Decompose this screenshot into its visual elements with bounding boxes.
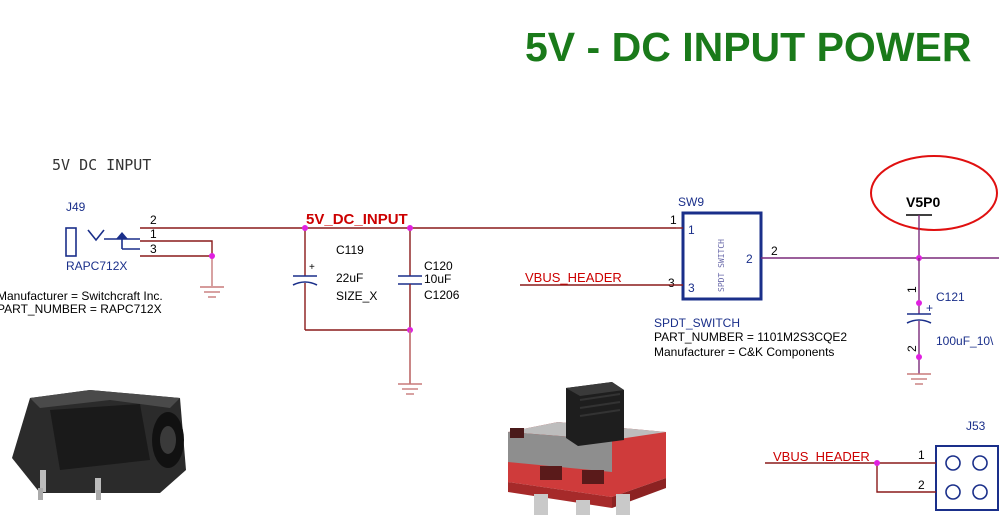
- j53-pin-2: 2: [918, 478, 925, 492]
- junction: [916, 300, 922, 306]
- c119-ref: C119: [336, 243, 364, 257]
- c120-size: C1206: [424, 288, 460, 302]
- c120-value: 10uF: [424, 272, 451, 286]
- sw9-manufacturer: Manufacturer = C&K Components: [654, 345, 834, 359]
- j49-manufacturer: Manufacturer = Switchcraft Inc.: [0, 289, 163, 303]
- c119-capacitor: + C119 22uF SIZE_X: [292, 228, 377, 330]
- c121-value: 100uF_10\: [936, 334, 994, 348]
- net-label-vbus-header: VBUS_HEADER: [525, 270, 622, 285]
- c121-pin-2: 2: [905, 345, 919, 352]
- j49-ref: J49: [66, 200, 86, 214]
- c119-value: 22uF: [336, 271, 363, 285]
- sw9-pin-3: 3: [668, 276, 675, 290]
- j49-body: [65, 227, 77, 257]
- junction: [916, 354, 922, 360]
- c121-ref: C121: [936, 290, 965, 304]
- c121-capacitor: 1 2 + C121 100uF_10\: [905, 258, 994, 374]
- page-title: 5V - DC INPUT POWER: [525, 24, 971, 70]
- v5p0-label: V5P0: [906, 194, 940, 210]
- j49-part-number: PART_NUMBER = RAPC712X: [0, 302, 162, 316]
- ground-symbol: [907, 373, 931, 385]
- j53-pin-1: 1: [918, 448, 925, 462]
- net-label-5v-dc-input: 5V_DC_INPUT: [306, 211, 408, 228]
- section-label: 5V DC INPUT: [52, 156, 151, 174]
- c120-ref: C120: [424, 259, 453, 273]
- sw9-type: SPDT_SWITCH: [654, 316, 740, 330]
- j49-pin-2: 2: [150, 213, 157, 227]
- j49-pin-3: 3: [150, 242, 157, 256]
- dc-jack-photo: [0, 390, 200, 515]
- c119-polarity: +: [309, 262, 315, 273]
- j49-part: RAPC712X: [66, 259, 127, 273]
- sw9-ref: SW9: [678, 195, 704, 209]
- j49-pin-1: 1: [150, 227, 157, 241]
- j49-arrow-icon: [116, 232, 128, 239]
- c119-size: SIZE_X: [336, 289, 377, 303]
- j49-contact: [87, 229, 105, 242]
- j53-header: J53 1 2 VBUS_HEADER: [773, 419, 999, 511]
- sw9-inner-pin-2: 2: [746, 252, 753, 266]
- j49-connector: J49 RAPC712X 2 1 3 Manufacturer = Switch…: [0, 200, 163, 316]
- j53-ref: J53: [966, 419, 986, 433]
- sw9-switch: SW9 1 2 3 1 2 3 SPDT SWITCH SPDT_SWITCH …: [654, 195, 847, 359]
- sw9-body-text: SPDT SWITCH: [717, 239, 726, 292]
- sw9-body: [681, 211, 763, 301]
- junction: [407, 225, 413, 231]
- junction: [874, 460, 880, 466]
- sw9-part-number: PART_NUMBER = 1101M2S3CQE2: [654, 330, 847, 344]
- ground-symbol: [398, 330, 422, 395]
- slide-switch-photo: [508, 382, 666, 515]
- junction: [209, 253, 215, 259]
- c121-pin-1: 1: [905, 286, 919, 293]
- junction: [302, 225, 308, 231]
- j53-net-label: VBUS_HEADER: [773, 449, 870, 464]
- sw9-inner-pin-1: 1: [688, 223, 695, 237]
- c120-capacitor: C120 10uF C1206: [398, 228, 460, 384]
- sw9-inner-pin-3: 3: [688, 281, 695, 295]
- c121-polarity: +: [926, 301, 933, 315]
- sw9-pin-1: 1: [670, 213, 677, 227]
- ground-symbol: [200, 286, 224, 298]
- wire-j49-pin1: [140, 240, 213, 256]
- v5p0-highlight-circle: [870, 155, 998, 231]
- sw9-pin-2: 2: [771, 244, 778, 258]
